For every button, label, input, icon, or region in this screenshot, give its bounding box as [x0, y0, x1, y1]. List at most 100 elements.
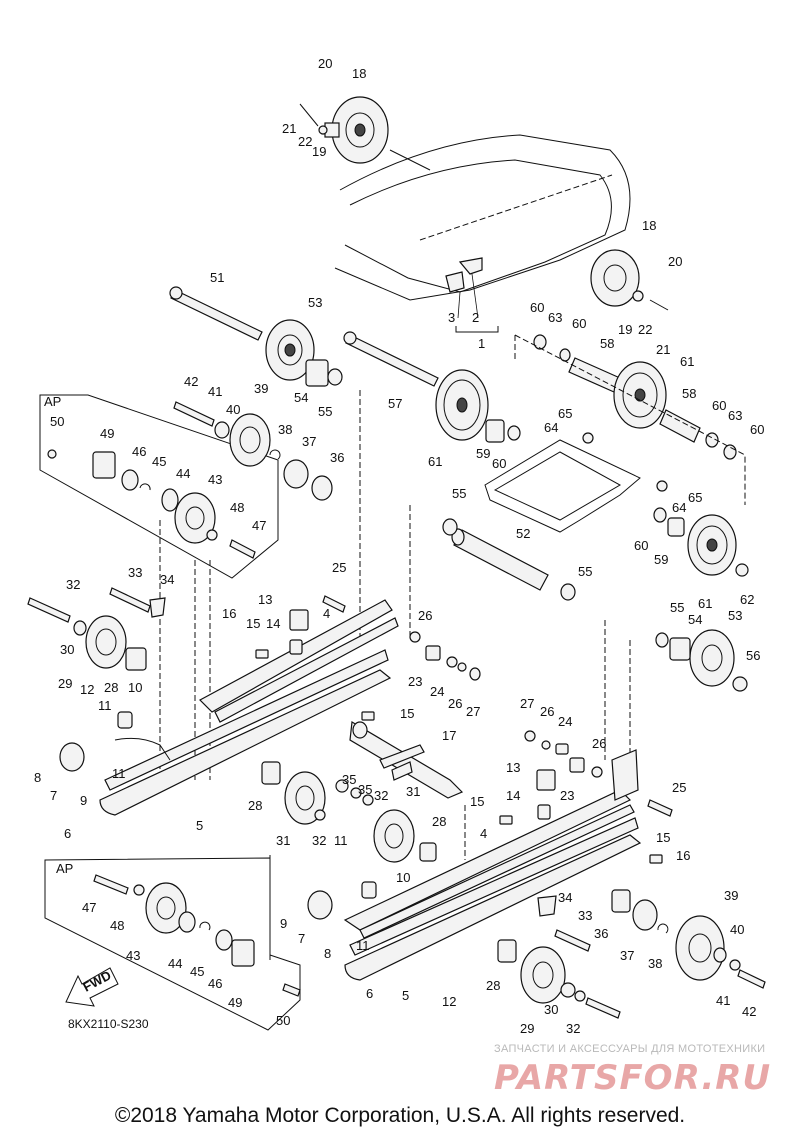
- callout-40a: 40: [226, 402, 240, 417]
- idler-wheel-top: [299, 96, 431, 171]
- callout-59a: 59: [476, 446, 490, 461]
- part-callouts: 1 2 3 4 4 5 5 6 6 7 7 8 8 9 9 10 10 11 1…: [34, 56, 764, 1036]
- bushings: [322, 595, 673, 817]
- wheel-39-upper: [173, 401, 333, 501]
- callout-34b: 34: [558, 890, 572, 905]
- fwd-label: FWD: [80, 968, 113, 995]
- shaft-52: [442, 518, 576, 601]
- callout-62: 62: [740, 592, 754, 607]
- callout-18a: 18: [352, 66, 366, 81]
- callout-15a: 15: [246, 616, 260, 631]
- callout-27a: 27: [466, 704, 480, 719]
- callout-61c: 61: [698, 596, 712, 611]
- callout-11d: 11: [356, 938, 370, 953]
- callout-48a: 48: [230, 500, 244, 515]
- callout-23a: 23: [408, 674, 422, 689]
- callout-30b: 30: [544, 1002, 558, 1017]
- callout-32d: 32: [566, 1021, 580, 1036]
- callout-15b: 15: [400, 706, 414, 721]
- callout-45a: 45: [152, 454, 166, 469]
- callout-21b: 21: [656, 342, 670, 357]
- callout-7b: 7: [298, 931, 305, 946]
- callout-28d: 28: [486, 978, 500, 993]
- wheel-30-left: [27, 587, 166, 671]
- fwd-arrow-icon: FWD: [65, 967, 119, 1007]
- callout-61a: 61: [428, 454, 442, 469]
- callout-56: 56: [746, 648, 760, 663]
- slide-rail-right: [343, 749, 642, 981]
- callout-64b: 64: [672, 500, 686, 515]
- callout-38b: 38: [648, 956, 662, 971]
- callout-37b: 37: [620, 948, 634, 963]
- wheel-31-mid2: [335, 779, 437, 863]
- callout-28b: 28: [248, 798, 262, 813]
- callout-30a: 30: [60, 642, 74, 657]
- callout-6a: 6: [64, 826, 71, 841]
- callout-49a: 49: [100, 426, 114, 441]
- callout-26a: 26: [418, 608, 432, 623]
- callout-49b: 49: [228, 995, 242, 1010]
- callout-25a: 25: [332, 560, 346, 575]
- callout-47b: 47: [82, 900, 96, 915]
- callout-28c: 28: [432, 814, 446, 829]
- wheel-30-lower: [497, 895, 621, 1019]
- callout-4b: 4: [480, 826, 487, 841]
- shaft-51: [169, 286, 263, 341]
- callout-29b: 29: [520, 1021, 534, 1036]
- callout-39b: 39: [724, 888, 738, 903]
- watermark-tagline: ЗАПЧАСТИ И АКСЕССУАРЫ ДЛЯ МОТОТЕХНИКИ: [494, 1043, 766, 1055]
- callout-48b: 48: [110, 918, 124, 933]
- callout-45b: 45: [190, 964, 204, 979]
- callout-10a: 10: [128, 680, 142, 695]
- watermark-logo: PARTSFOR.RU: [494, 1058, 772, 1098]
- callout-64a: 64: [544, 420, 558, 435]
- callout-40b: 40: [730, 922, 744, 937]
- copyright-notice: ©2018 Yamaha Motor Corporation, U.S.A. A…: [114, 1104, 686, 1127]
- callout-46b: 46: [208, 976, 222, 991]
- callout-34a: 34: [160, 572, 174, 587]
- callout-26b: 26: [448, 696, 462, 711]
- callout-32a: 32: [66, 577, 80, 592]
- blocks-13-14: [255, 609, 663, 864]
- callout-46a: 46: [132, 444, 146, 459]
- track-belt: [334, 134, 631, 301]
- bracket-clips: [445, 257, 499, 333]
- callout-53a: 53: [308, 295, 322, 310]
- callout-43a: 43: [208, 472, 222, 487]
- callout-32b: 32: [312, 833, 326, 848]
- callout-42b: 42: [742, 1004, 756, 1019]
- callout-50a: 50: [50, 414, 64, 429]
- callout-19a: 19: [312, 144, 326, 159]
- ap-label-upper: AP: [44, 394, 61, 409]
- callout-15c: 15: [470, 794, 484, 809]
- arm-17: [349, 721, 464, 799]
- ap-label-lower: AP: [56, 861, 73, 876]
- callout-22a: 22: [298, 134, 312, 149]
- callout-14b: 14: [506, 788, 520, 803]
- callout-20a: 20: [318, 56, 332, 71]
- callout-33b: 33: [578, 908, 592, 923]
- callout-28a: 28: [104, 680, 118, 695]
- callout-21a: 21: [282, 121, 296, 136]
- callout-33a: 33: [128, 565, 142, 580]
- right-shaft-58: [533, 334, 737, 460]
- callout-54a: 54: [294, 390, 308, 405]
- callout-60c: 60: [492, 456, 506, 471]
- callout-55b: 55: [452, 486, 466, 501]
- callout-16a: 16: [222, 606, 236, 621]
- wheel-31-mid: [261, 761, 326, 825]
- callout-59b: 59: [654, 552, 668, 567]
- callout-63a: 63: [548, 310, 562, 325]
- callout-35a: 35: [342, 772, 356, 787]
- callout-6b: 6: [366, 986, 373, 1001]
- wheel-61-center: [435, 369, 521, 443]
- callout-13b: 13: [506, 760, 520, 775]
- callout-19b: 19: [618, 322, 632, 337]
- callout-51: 51: [210, 270, 224, 285]
- wheel-53-upper: [265, 319, 343, 387]
- callout-11a: 11: [98, 698, 112, 713]
- callout-35b: 35: [358, 782, 372, 797]
- callout-26d: 26: [592, 736, 606, 751]
- callout-23b: 23: [560, 788, 574, 803]
